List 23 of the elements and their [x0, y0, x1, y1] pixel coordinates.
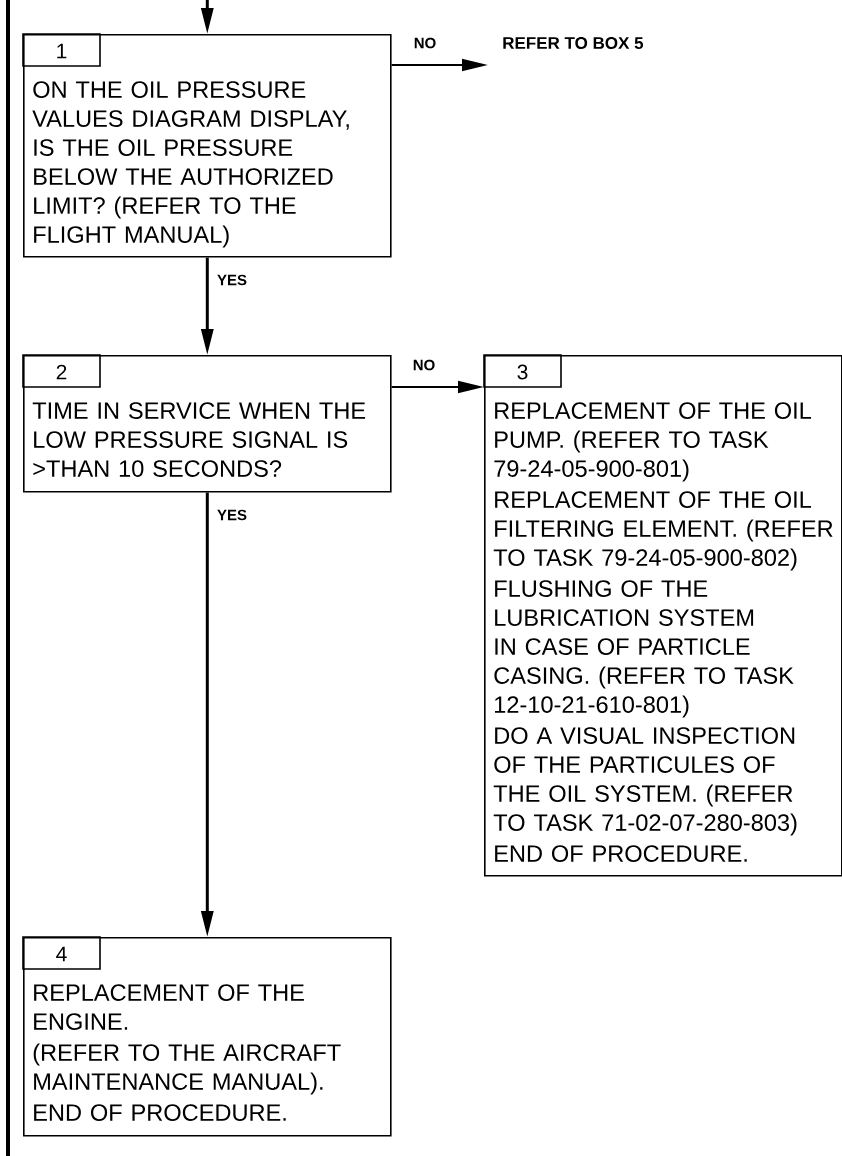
step-number-tab: 3 — [483, 354, 562, 388]
step-text: END OF PROCEDURE. — [34, 1104, 286, 1121]
step-box — [22, 33, 392, 258]
reference-text: REFER TO BOX 5 — [503, 37, 644, 50]
step-text: REPLACEMENT OF THE OIL FILTERING ELEMENT. (REFER TO TASK 79-24-05-900-802) — [493, 491, 833, 571]
edge-label: NO — [411, 358, 437, 372]
step-text: REPLACEMENT OF THE OIL PUMP. (REFER TO TASK 79-24-05-900-801) — [494, 402, 812, 482]
step-text: REPLACEMENT OF THE ENGINE. — [34, 984, 304, 1030]
edge-label: YES — [216, 273, 248, 287]
step-text: ON THE OIL PRESSURE VALUES DIAGRAM DISPLAY, IS THE OIL PRESSURE BELOW THE AUTHORIZED LIMIT? (REFER TO THE FLIGHT MANUAL) — [32, 81, 349, 248]
step-number-tab: 1 — [22, 33, 101, 67]
step-text: END OF PROCEDURE. — [495, 845, 747, 862]
step-text: TIME IN SERVICE WHEN THE LOW PRESSURE SIGNAL IS >THAN 10 SECONDS? — [32, 402, 366, 477]
step-number-tab: 4 — [22, 936, 101, 970]
edge-label: YES — [216, 508, 248, 522]
edge-label: NO — [412, 36, 438, 50]
step-number-tab: 2 — [22, 354, 101, 388]
step-box — [22, 936, 392, 1137]
step-text: DO A VISUAL INSPECTION OF THE PARTICULES OF THE OIL SYSTEM. (REFER TO TASK 71-02-07-280-803) — [493, 727, 797, 836]
step-text: (REFER TO THE AIRCRAFT MAINTENANCE MANUAL). — [33, 1043, 341, 1095]
step-box — [483, 354, 842, 877]
step-box — [22, 354, 392, 493]
step-text: FLUSHING OF THE LUBRICATION SYSTEM IN CASE OF PARTICLE CASING. (REFER TO TASK 12-10-21-610-801) — [494, 580, 794, 718]
